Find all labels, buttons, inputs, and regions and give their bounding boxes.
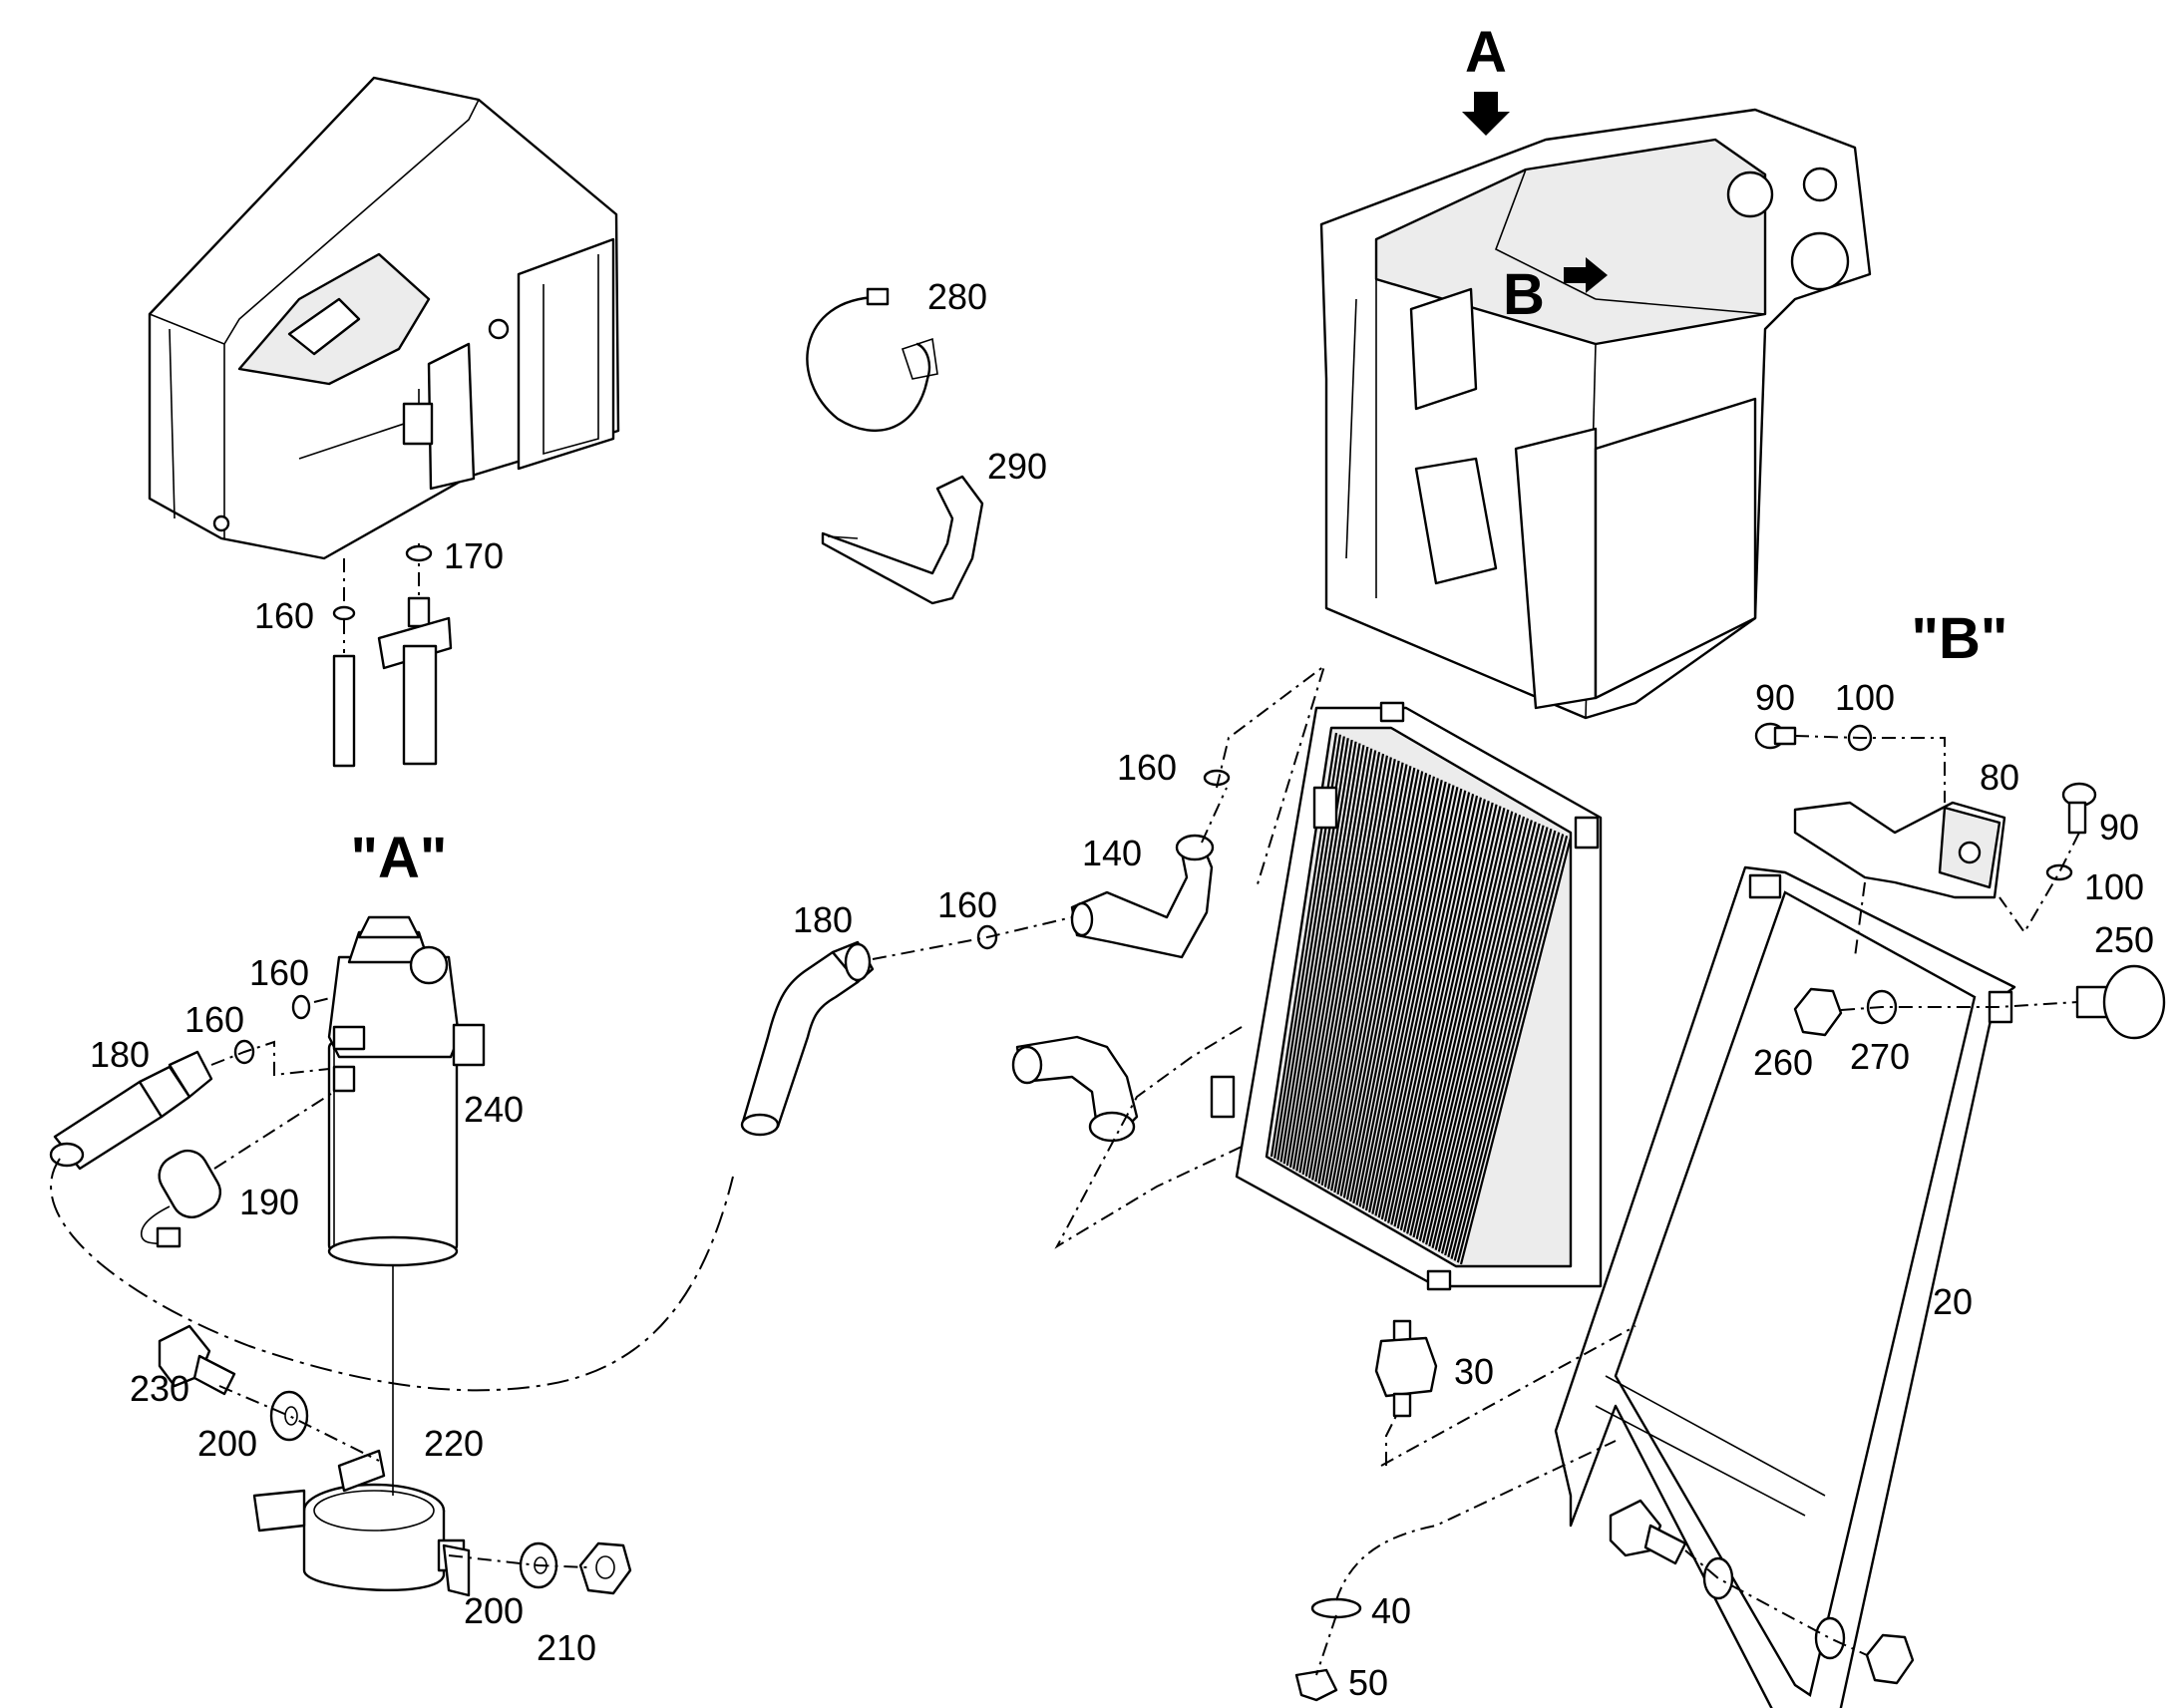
callout-190: 190 <box>239 1182 299 1222</box>
screw-90-a <box>1754 722 1797 750</box>
callout-140: 140 <box>1082 833 1142 873</box>
view-letter-a: A <box>1465 20 1507 85</box>
bolt-230 <box>158 1324 236 1396</box>
callout-50: 50 <box>1348 1662 1388 1703</box>
callout-230: 230 <box>130 1368 189 1409</box>
callout-290: 290 <box>987 446 1047 487</box>
detail-label-b: "B" <box>1912 606 2008 671</box>
callout-160-d: 160 <box>937 884 997 925</box>
callout-160-b: 160 <box>249 952 309 993</box>
pressure-switch <box>141 1149 222 1248</box>
frame-washer-b <box>1814 1616 1846 1660</box>
callout-30: 30 <box>1454 1351 1494 1392</box>
callout-40: 40 <box>1371 1590 1411 1631</box>
pipe-140 <box>1070 834 1215 959</box>
callout-210: 210 <box>537 1627 596 1668</box>
callout-160-a: 160 <box>254 595 314 636</box>
condenser <box>1210 701 1603 1291</box>
frame-nut <box>1865 1633 1915 1685</box>
callout-180-a: 180 <box>90 1034 150 1075</box>
screw-90-b <box>2061 782 2097 835</box>
nut-260 <box>1793 987 1843 1037</box>
callout-240: 240 <box>464 1089 524 1130</box>
hose-left <box>49 1050 213 1171</box>
callout-160-c: 160 <box>184 999 244 1040</box>
callout-270: 270 <box>1850 1036 1910 1077</box>
washer-100-b <box>2045 863 2073 881</box>
grommet-250 <box>2075 964 2166 1040</box>
view-arrow-b <box>1564 257 1608 293</box>
hvac-pipes <box>332 543 453 768</box>
view-letter-b: B <box>1503 262 1545 327</box>
callout-90-b: 90 <box>2099 807 2139 848</box>
callout-250: 250 <box>2094 919 2154 960</box>
mounting-strap <box>821 475 984 605</box>
callout-200-b: 200 <box>464 1590 524 1631</box>
view-arrow-a <box>1462 92 1510 136</box>
mounting-frame <box>1554 865 2016 1708</box>
washer-200a <box>269 1390 309 1442</box>
callout-260: 260 <box>1753 1042 1813 1083</box>
drier-clamp <box>252 1449 471 1597</box>
callout-220: 220 <box>424 1423 484 1464</box>
o-ring-170 <box>405 544 433 562</box>
frame-washer-a <box>1702 1556 1734 1600</box>
frame-bolt <box>1609 1499 1687 1565</box>
callout-100-a: 100 <box>1835 677 1895 718</box>
bracket <box>1793 801 2006 899</box>
o-ring-160-d <box>1203 769 1231 787</box>
callout-80: 80 <box>1980 757 2019 798</box>
callout-20: 20 <box>1933 1281 1973 1322</box>
hose-clamp <box>806 287 938 433</box>
callout-90-a: 90 <box>1755 677 1795 718</box>
pipe-lower <box>1011 1035 1139 1143</box>
rubber-isolator <box>1374 1319 1438 1418</box>
receiver-drier <box>327 915 486 1267</box>
callout-180-b: 180 <box>793 899 853 940</box>
o-ring-160-b <box>291 994 311 1020</box>
leader-lines <box>50 663 2080 1676</box>
detail-label-a: "A" <box>351 826 448 890</box>
nut-210 <box>578 1541 632 1595</box>
hvac-unit <box>148 76 620 560</box>
nut-50 <box>1294 1668 1338 1702</box>
washer-40 <box>1310 1597 1362 1619</box>
callout-200-a: 200 <box>197 1423 257 1464</box>
callout-100-b: 100 <box>2084 866 2144 907</box>
hose-middle <box>740 940 875 1137</box>
callout-170: 170 <box>444 535 504 576</box>
callout-280: 280 <box>927 276 987 317</box>
callout-160-e: 160 <box>1117 747 1177 788</box>
cab-frame <box>1319 108 1872 720</box>
